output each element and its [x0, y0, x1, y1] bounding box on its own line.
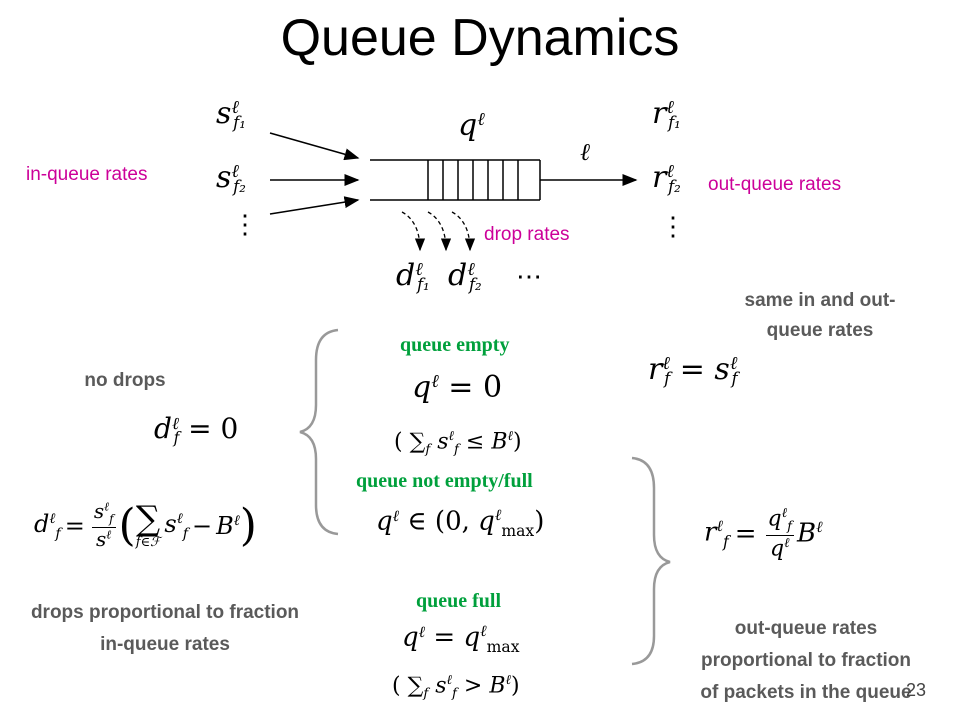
drops-proportional-label-2: in-queue rates [100, 634, 230, 655]
drop-rates-label: drop rates [484, 224, 570, 245]
s-f2-symbol: sℓf₂ [216, 160, 246, 196]
case-empty-label: queue empty [400, 334, 510, 356]
drops-proportional-label-1: drops proportional to fraction [30, 602, 300, 623]
d-f2-symbol: dℓf₂ [448, 258, 482, 294]
drop-ellipsis: ⋯ [516, 262, 542, 292]
q-symbol: qℓ [458, 108, 485, 143]
out-proportional-label-3: of packets in the queue [700, 682, 912, 703]
eq-sum-le-b: ( ∑f sℓf ≤ Bℓ) [394, 429, 522, 458]
in-arrow-3 [269, 196, 360, 215]
eq-d-zero: dℓf = 0 [154, 412, 239, 447]
out-vdots: ⋮ [660, 212, 686, 242]
no-drops-label: no drops [84, 370, 166, 391]
left-brace [299, 328, 339, 536]
in-queue-label: in-queue rates [26, 164, 148, 185]
out-queue-label: out-queue rates [708, 174, 842, 195]
in-vdots: ⋮ [232, 210, 258, 240]
d-f1-symbol: dℓf₁ [396, 258, 430, 294]
drop-arrow-2 [427, 211, 452, 252]
queue-buffer [370, 159, 541, 201]
r-f2-symbol: rℓf₂ [652, 160, 681, 196]
case-full-label: queue full [416, 590, 502, 612]
same-rates-label: same in and out- queue rates [744, 290, 896, 341]
page-number: 23 [905, 680, 926, 700]
in-arrow-1 [269, 132, 360, 161]
case-not-full-label: queue not empty/full [356, 470, 533, 492]
eq-rf-equals-sf: rℓf = sℓf [648, 352, 738, 388]
out-proportional-label-2: proportional to fraction [700, 650, 912, 671]
eq-sum-gt-b: ( ∑f sℓf > Bℓ) [392, 673, 520, 702]
eq-q-interval: qℓ ∈ (0, qℓmax) [376, 506, 545, 540]
drop-arrow-3 [451, 211, 476, 252]
s-f1-symbol: sℓf₁ [216, 96, 246, 132]
r-f1-symbol: rℓf₁ [652, 96, 681, 132]
page-title: Queue Dynamics [280, 9, 680, 67]
eq-q-zero: qℓ = 0 [412, 370, 503, 405]
eq-q-max: qℓ = qℓmax [402, 622, 520, 656]
right-brace [631, 456, 671, 666]
out-proportional-label-1: out-queue rates [734, 618, 878, 639]
drop-arrow-1 [401, 211, 426, 252]
link-symbol: ℓ [580, 138, 590, 166]
